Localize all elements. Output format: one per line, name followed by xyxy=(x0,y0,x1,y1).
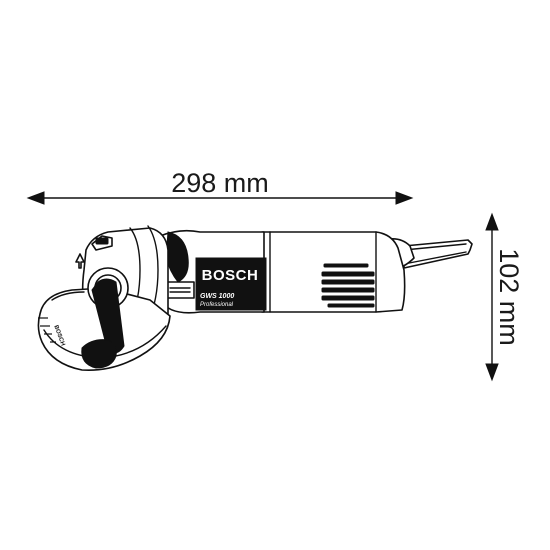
arrow-right-icon xyxy=(395,191,414,205)
brand-label: BOSCH xyxy=(202,267,259,284)
model-label: GWS 1000 xyxy=(200,293,234,300)
arrow-up-icon xyxy=(485,212,499,231)
arrow-down-icon xyxy=(485,363,499,382)
width-label: 298 mm xyxy=(171,168,269,198)
guard-hatching xyxy=(38,317,56,343)
arrow-left-icon xyxy=(26,191,45,205)
width-dimension: 298 mm xyxy=(26,168,414,205)
height-dimension: 102 mm xyxy=(485,212,524,382)
switch-slider[interactable] xyxy=(165,281,195,299)
grip-accent xyxy=(165,231,189,283)
label-panel xyxy=(195,257,267,311)
direction-arrow-icon xyxy=(75,253,85,269)
handle-grip-end xyxy=(81,339,117,369)
angle-grinder: BOSCH GWS 1000 Professional BOSCH xyxy=(37,225,473,372)
vent-slots xyxy=(321,263,375,308)
height-label: 102 mm xyxy=(494,248,524,346)
line-label: Professional xyxy=(200,302,234,308)
side-handle[interactable] xyxy=(81,267,129,369)
